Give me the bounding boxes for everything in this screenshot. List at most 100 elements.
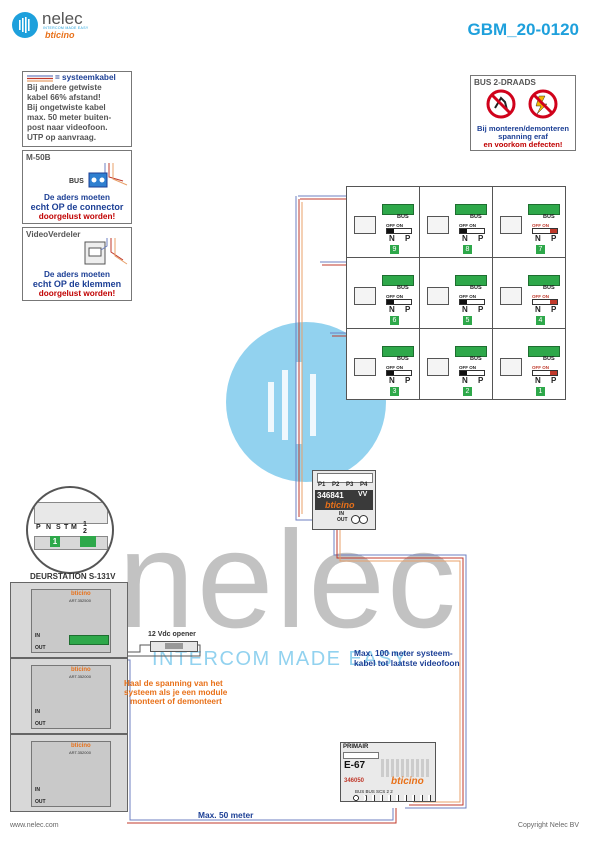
footer-copyright: Copyright Nelec BV (517, 822, 579, 829)
terminal-block (455, 204, 487, 215)
brand-tagline: INTERCOM MADE EASY (43, 26, 89, 30)
bus-label: BUS (543, 285, 555, 291)
bus-warning-title: BUS 2-DRAADS (474, 78, 536, 87)
module-brand: bticino (71, 743, 91, 749)
monitor-number: 3 (390, 387, 399, 396)
n-label: N (535, 376, 541, 385)
terminal-inset: P N S T M 1 2 1 (26, 486, 114, 574)
nelec-logo-icon (12, 12, 38, 38)
module-brand: bticino (71, 667, 91, 673)
monitor-screen-icon (354, 287, 376, 305)
n-label: N (389, 234, 395, 243)
monitor-screen-icon (354, 358, 376, 376)
monitor-unit: BUS OFF ON N P 9 (348, 188, 418, 256)
module-out: OUT (35, 799, 46, 805)
brand-name: nelec (42, 9, 83, 28)
doorstation-module: bticino ART.352000 IN OUT (10, 734, 128, 812)
off-on-label: OFF ON (386, 294, 403, 299)
dip-switch (386, 299, 412, 305)
max100-note: kabel tot laatste videofoon (354, 658, 460, 668)
power-code: 346050 (344, 778, 365, 784)
m50b-title: M-50B (26, 153, 51, 162)
m50b-note: De aders moeten (44, 193, 110, 202)
system-cable-icon (27, 75, 53, 82)
terminal-block (528, 275, 560, 286)
power-supply: PRIMAIR E-67 346050 bticino BUS BUS SCS … (340, 742, 436, 802)
videoverdeler-diagram (84, 238, 128, 265)
dip-switch (459, 370, 485, 376)
max100-note: Max. 100 meter systeem- (354, 648, 453, 658)
n-label: N (535, 305, 541, 314)
opener-label: 12 Vdc opener (148, 631, 196, 638)
terminal-block (455, 275, 487, 286)
terminal-block (455, 346, 487, 357)
distributor-port: P3 (346, 482, 354, 488)
monitor-screen-icon (354, 216, 376, 234)
power-primary-label: PRIMAIR (343, 744, 369, 750)
terminal-block (382, 346, 414, 357)
videoverdeler-title: VideoVerdeler (26, 230, 81, 239)
m50b-note: echt OP de connector (30, 202, 124, 212)
inset-label: M (71, 524, 77, 531)
power-note: monteert of demonteert (130, 697, 222, 706)
bus-label: BUS (470, 356, 482, 362)
p-label: P (551, 305, 557, 314)
distributor-port: P2 (332, 482, 340, 488)
power-screw-row (353, 795, 431, 801)
dip-switch (386, 370, 412, 376)
max50-note: Max. 50 meter (198, 810, 254, 820)
monitor-screen-icon (427, 287, 449, 305)
monitor-unit: BUS OFF ON N P 6 (348, 259, 418, 327)
bus-label: BUS (543, 356, 555, 362)
nelec-logo: nelec INTERCOM MADE EASY bticino (12, 9, 122, 40)
dip-switch (532, 299, 558, 305)
monitor-number: 9 (390, 245, 399, 254)
doorstation-title: DEURSTATION S-131V (30, 572, 116, 581)
off-on-label: OFF ON (386, 223, 403, 228)
cable-legend-line: UTP op aanvraag. (27, 133, 97, 142)
power-note: systeem als je een module (124, 688, 228, 697)
monitor-unit: BUS OFF ON N P 2 (421, 330, 491, 398)
cable-legend-line: Bij andere getwiste (27, 83, 102, 92)
power-note: Haal de spanning van het (124, 679, 223, 688)
footer-website[interactable]: www.nelec.com (10, 822, 59, 829)
monitor-number: 2 (463, 387, 472, 396)
monitor-screen-icon (427, 358, 449, 376)
n-label: N (462, 234, 468, 243)
inset-label: 1 (83, 521, 87, 528)
module-in: IN (35, 709, 40, 715)
terminal-block (528, 346, 560, 357)
video-distributor: P1 P2 P3 P4 346841 VV bticino IN OUT (312, 470, 376, 530)
monitor-number: 5 (463, 316, 472, 325)
off-on-label: OFF ON (459, 294, 476, 299)
module-code: ART.352500 (69, 598, 91, 603)
power-model: E-67 (344, 760, 366, 771)
off-on-label: OFF ON (459, 223, 476, 228)
power-brand: bticino (391, 776, 424, 787)
doc-code: GBM_20-0120 (467, 20, 579, 39)
power-terminals: BUS BUS SCS 2 2 (355, 789, 393, 794)
monitor-unit: BUS OFF ON N P 7 (494, 188, 564, 256)
screw-terminal-icon (359, 515, 368, 524)
terminal-block (382, 275, 414, 286)
m50b-note: doorgelust worden! (38, 212, 116, 221)
monitor-screen-icon (500, 358, 522, 376)
watermark-word: nelec (118, 503, 458, 657)
monitor-unit: BUS OFF ON N P 1 (494, 330, 564, 398)
inset-label: P (36, 524, 41, 531)
p-label: P (405, 305, 411, 314)
monitor-unit: BUS OFF ON N P 3 (348, 330, 418, 398)
videoverdeler-note: doorgelust worden! (38, 289, 116, 298)
monitor-grid (346, 186, 566, 400)
module-out: OUT (35, 721, 46, 727)
distributor-port: P1 (318, 482, 326, 488)
p-label: P (405, 376, 411, 385)
inset-label: S (56, 524, 61, 531)
off-on-label: OFF ON (459, 365, 476, 370)
bus-warning-line: spanning eraf (498, 132, 548, 141)
videoverdeler-note: De aders moeten (44, 270, 110, 279)
inset-label: 2 (83, 528, 87, 535)
videoverdeler-note: echt OP de klemmen (32, 279, 122, 289)
monitor-unit: BUS OFF ON N P 8 (421, 188, 491, 256)
cable-legend-title: = systeemkabel (55, 73, 116, 82)
